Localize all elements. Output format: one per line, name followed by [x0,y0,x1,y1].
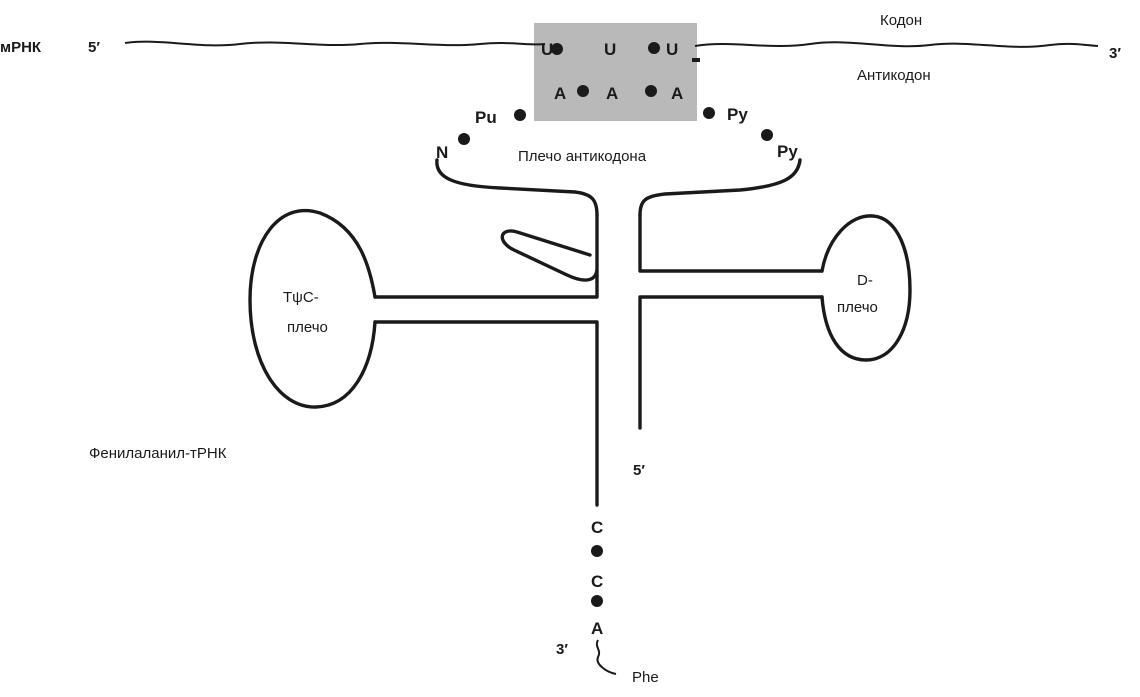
loop-dot-py1 [703,107,715,119]
loop-base-n: N [436,143,448,162]
loop-base-pu: Pu [475,108,497,127]
tpsic-arm-label-line1: TψC- [283,289,319,306]
trna-tpsic-stem-bottom [373,320,599,507]
trna-backbone-5prime [638,213,824,273]
trna-5prime-label: 5′ [633,462,645,479]
loop-base-py1: Py [727,105,748,124]
codon-base-1: U [541,40,553,59]
mrna-strand [124,40,1099,48]
anticodon-arm-label: Плечо антикодона [518,148,647,165]
mrna-3prime-label: 3′ [1109,45,1121,62]
amino-acid-label: Phe [632,669,659,686]
codon-base-2: U [604,40,616,59]
codon-dot-2 [648,42,660,54]
d-loop [820,214,912,362]
loop-dot-n [458,133,470,145]
trna-tpsic-stem-top [373,280,599,299]
anticodon-loop-arc [435,158,599,217]
loop-dot-py2 [761,129,773,141]
acceptor-dot-2 [591,595,603,607]
codon-base-3: U [666,40,678,59]
mrna-label: мРНК [0,39,42,56]
anticodon-base-1: A [554,84,566,103]
anticodon-dot-1 [577,85,589,97]
codon-label: Кодон [880,12,922,29]
acceptor-base-c1: C [591,518,603,537]
acceptor-base-c2: C [591,572,603,591]
loop-base-py2: Py [777,142,798,161]
anticodon-base-2: A [606,84,618,103]
phe-linkage [595,639,617,675]
tpsic-arm-label-line2: плечо [287,319,328,336]
acceptor-base-a: A [591,619,603,638]
d-arm-label-line2: плечо [837,299,878,316]
mrna-5prime-label: 5′ [88,39,100,56]
codon-dot-1 [551,43,563,55]
codon-anticodon-box [534,23,697,121]
anticodon-label: Антикодон [857,67,931,84]
acceptor-dot-1 [591,545,603,557]
loop-dot-pu [514,109,526,121]
anticodon-base-3: A [671,84,683,103]
d-arm-label-line1: D- [857,272,873,289]
trna-3prime-label: 3′ [556,641,568,658]
tpsic-loop [248,208,377,409]
anticodon-loop-arc-right [638,158,802,217]
trna-d-stem-bottom [638,295,824,430]
anticodon-dot-2 [645,85,657,97]
trna-name-label: Фенилаланил-тРНК [89,445,227,462]
trna-backbone-3prime [500,213,599,284]
